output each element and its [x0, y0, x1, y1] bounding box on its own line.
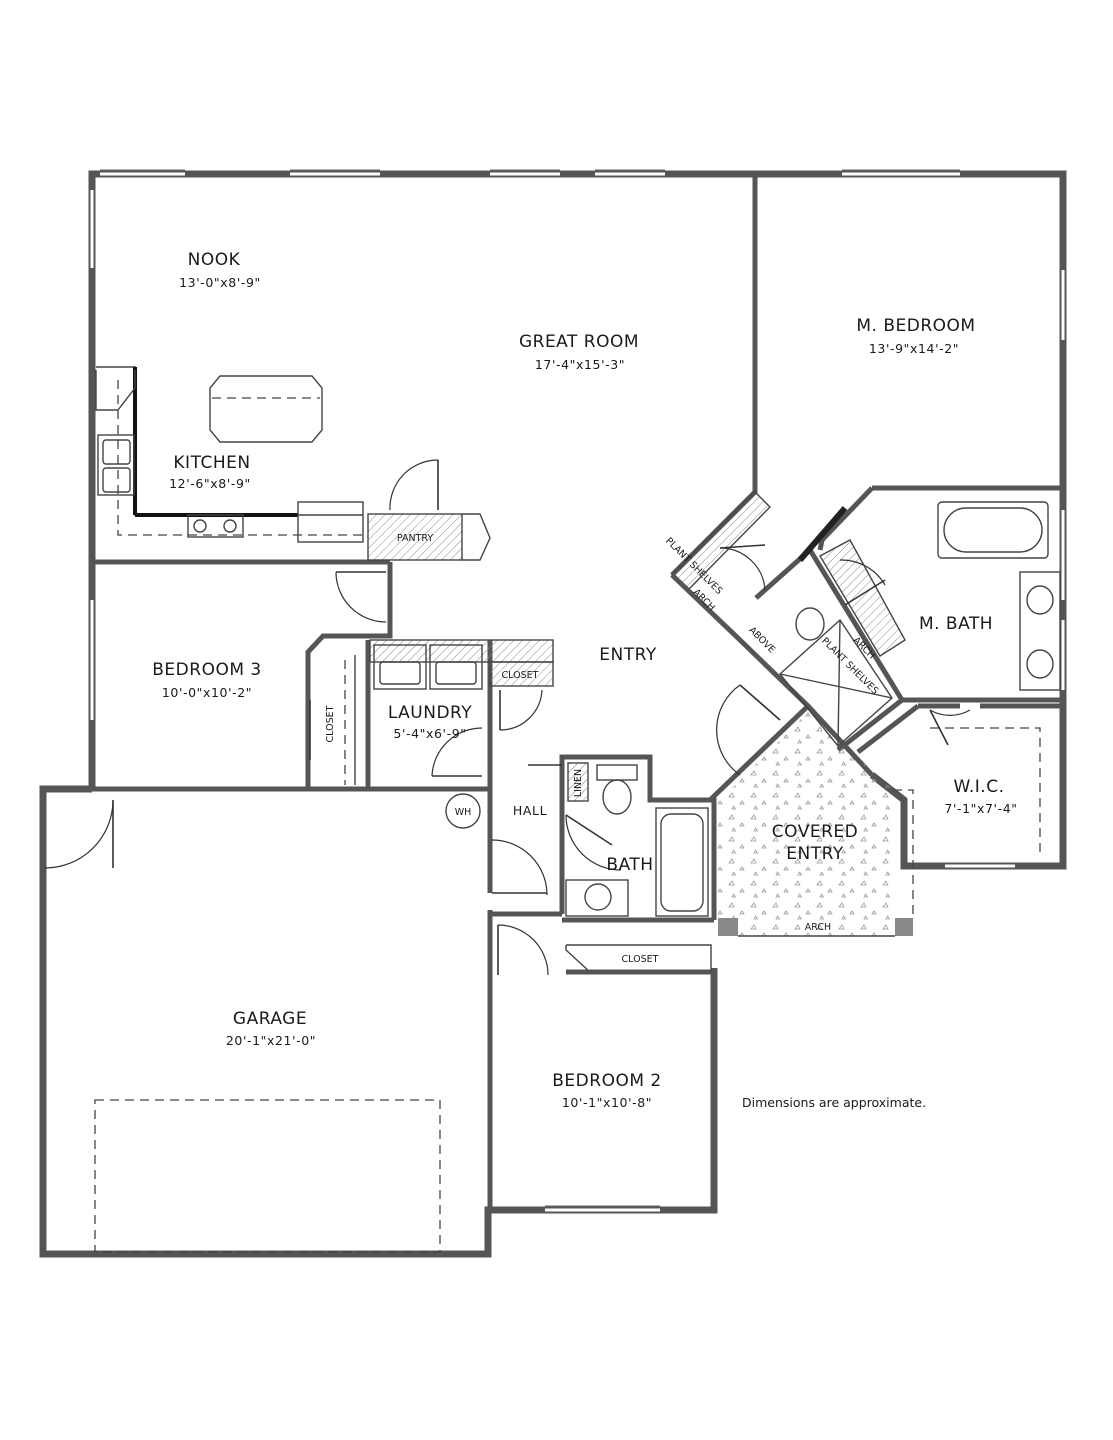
kitchen-dims: 12'-6"x8'-9"	[169, 476, 251, 491]
m-bedroom-name: M. BEDROOM	[856, 316, 975, 336]
dryer	[429, 644, 483, 690]
refrigerator	[297, 501, 364, 543]
kitchen-sink	[97, 434, 135, 496]
garage-dims: 20'-1"x21'-0"	[226, 1033, 316, 1048]
great-room-name: GREAT ROOM	[519, 332, 639, 352]
water-heater-label: WH	[455, 807, 472, 818]
covered-entry-line1: COVERED	[772, 822, 858, 842]
covered-entry-line2: ENTRY	[786, 844, 844, 864]
bed2-closet-label: CLOSET	[622, 954, 659, 965]
dimensions-note: Dimensions are approximate.	[742, 1095, 926, 1110]
pantry-label: PANTRY	[397, 533, 434, 544]
wic-dims: 7'-1"x7'-4"	[944, 801, 1017, 816]
nook-dims: 13'-0"x8'-9"	[179, 275, 261, 290]
laundry-closet-label: CLOSET	[502, 670, 539, 681]
nook-name: NOOK	[188, 250, 241, 270]
interior-walls	[92, 174, 1063, 1210]
master-toilet	[795, 607, 825, 641]
bedroom2-dims: 10'-1"x10'-8"	[562, 1095, 652, 1110]
fixtures	[94, 366, 1061, 1253]
great-room-dims: 17'-4"x15'-3"	[535, 357, 625, 372]
windows	[90, 169, 1065, 1212]
linen-label: LINEN	[573, 769, 584, 797]
laundry-dims: 5'-4"x6'-9"	[393, 726, 466, 741]
entry-label: ENTRY	[599, 645, 657, 665]
water-heater	[445, 793, 481, 829]
laundry-name: LAUNDRY	[388, 703, 472, 723]
m-bath-label: M. BATH	[919, 614, 993, 634]
covered-entry-floor	[718, 712, 893, 936]
bedroom2-name: BEDROOM 2	[552, 1071, 661, 1091]
hall-toilet	[596, 764, 638, 781]
garage-name: GARAGE	[233, 1009, 307, 1029]
kitchen-island	[209, 375, 323, 443]
bed3-closet-label: CLOSET	[325, 705, 336, 742]
m-bedroom-dims: 13'-9"x14'-2"	[869, 341, 959, 356]
master-tub	[937, 501, 1049, 559]
doors	[44, 459, 971, 976]
wic-name: W.I.C.	[954, 777, 1005, 797]
range	[187, 514, 244, 538]
hall-label: HALL	[513, 803, 547, 818]
kitchen-name: KITCHEN	[173, 453, 250, 473]
master-vanity	[1019, 571, 1061, 691]
hall-tub	[655, 807, 709, 917]
washer	[373, 644, 427, 690]
bedroom3-name: BEDROOM 3	[152, 660, 261, 680]
arch-label-3: ARCH	[805, 922, 831, 933]
bath-label: BATH	[606, 855, 653, 875]
bedroom3-dims: 10'-0"x10'-2"	[162, 685, 252, 700]
